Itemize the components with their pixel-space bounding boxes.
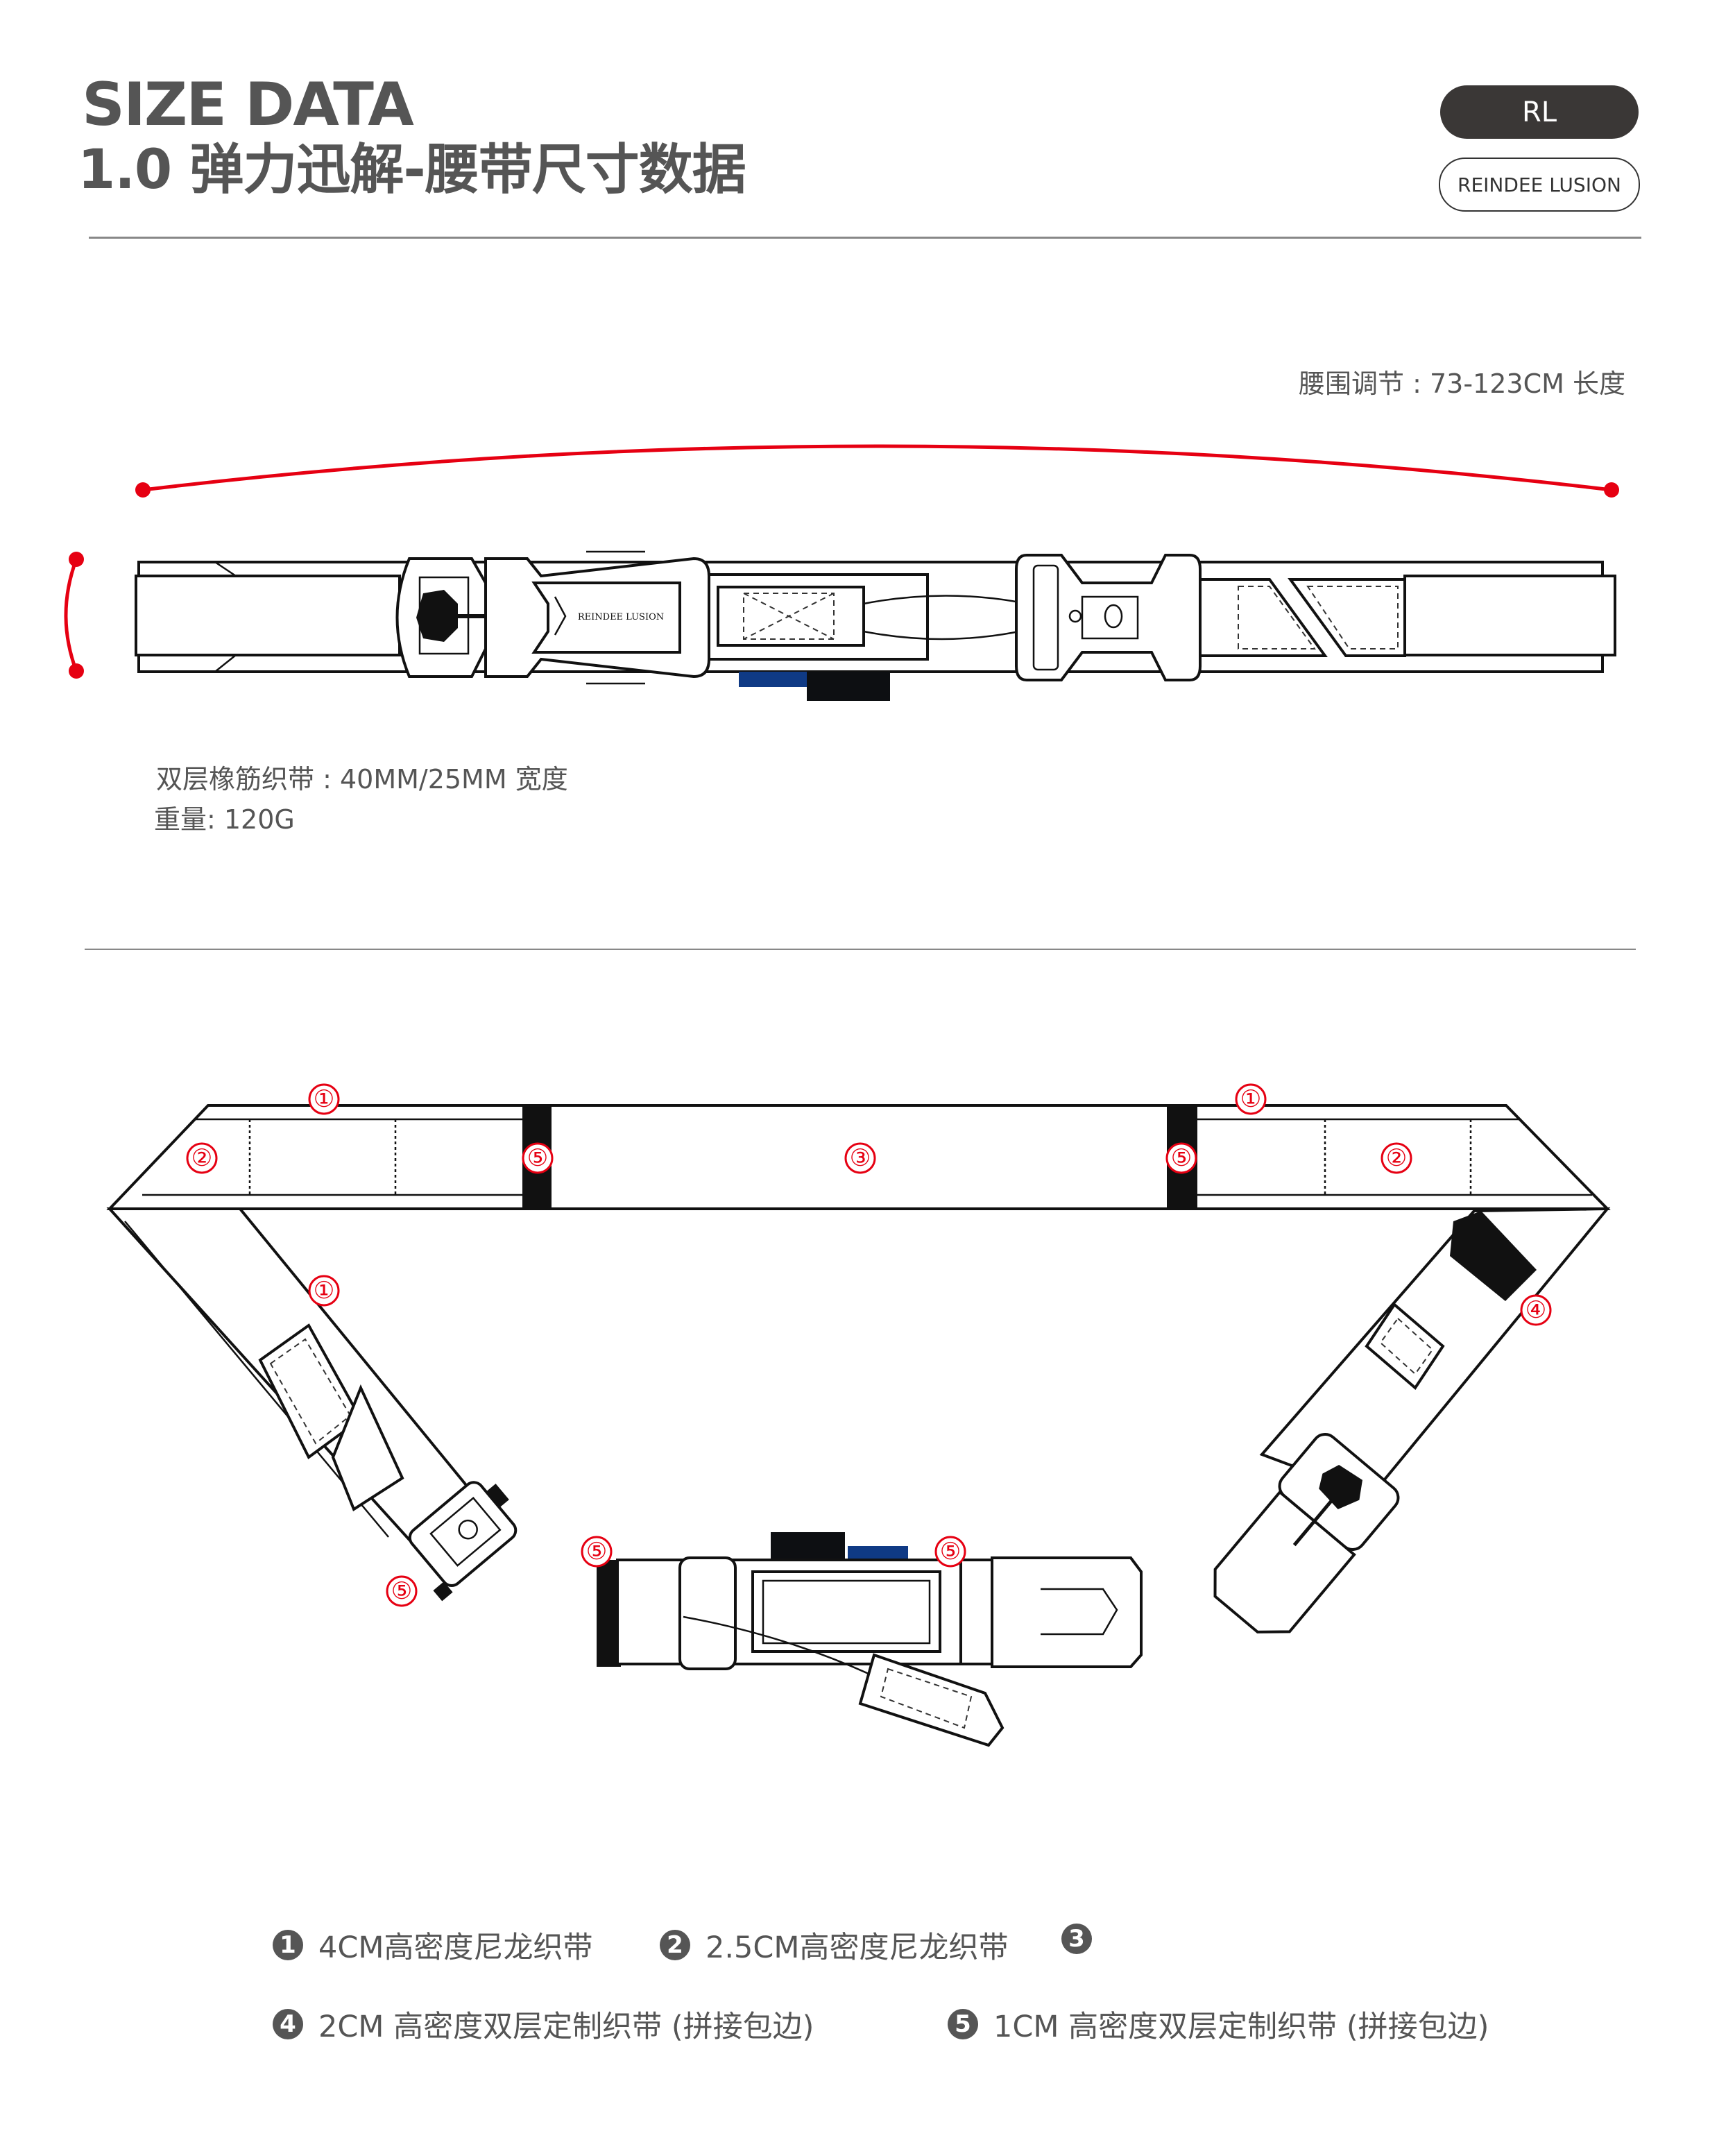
legend-text: 4CM高密度尼龙织带 — [318, 1930, 593, 1965]
legend-item-4: 4 2CM 高密度双层定制织带 (拼接包边) — [273, 2003, 814, 2046]
svg-text:②: ② — [191, 1144, 212, 1172]
brand-badge: RL — [1440, 85, 1639, 139]
width-indicator — [64, 552, 84, 679]
svg-text:⑤: ⑤ — [527, 1144, 548, 1172]
svg-text:⑤: ⑤ — [940, 1538, 961, 1565]
callout-5: ⑤ — [1165, 1142, 1197, 1174]
legend-item-1: 1 4CM高密度尼龙织带 — [273, 1924, 592, 1967]
svg-text:③: ③ — [850, 1144, 871, 1172]
divider — [85, 949, 1636, 950]
buckle-brand-text: REINDEE LUSION — [578, 612, 664, 622]
callout-2: ② — [1381, 1142, 1412, 1174]
page-subtitle: 1.0 弹力迅解-腰带尺寸数据 — [78, 139, 746, 201]
divider — [89, 237, 1641, 239]
black-tab — [807, 672, 890, 701]
callout-1: ① — [308, 1275, 340, 1307]
legend-item-5: 5 1CM 高密度双层定制织带 (拼接包边) — [948, 2003, 1489, 2046]
legend-number: 3 — [1061, 1924, 1092, 1954]
svg-text:①: ① — [314, 1277, 334, 1305]
length-indicator — [135, 444, 1619, 498]
callout-3: ③ — [844, 1142, 876, 1174]
legend-item-3: 3 — [1061, 1924, 1107, 1954]
svg-text:⑤: ⑤ — [586, 1538, 607, 1565]
svg-text:②: ② — [1386, 1144, 1407, 1172]
legend-number: 2 — [660, 1930, 690, 1960]
waist-spec: 腰围调节 : 73-123CM 长度 — [1299, 368, 1625, 399]
bottom-buckle-assembly — [597, 1532, 1143, 1747]
callout-1: ① — [1235, 1083, 1267, 1115]
width-spec: 双层橡筋织带 : 40MM/25MM 宽度 — [156, 764, 568, 795]
svg-text:①: ① — [1240, 1085, 1261, 1113]
svg-text:⑤: ⑤ — [1171, 1144, 1192, 1172]
callout-5: ⑤ — [934, 1536, 966, 1568]
legend-item-2: 2 2.5CM高密度尼龙织带 — [660, 1924, 1009, 1967]
left-buckle-part — [408, 1481, 518, 1602]
svg-text:⑤: ⑤ — [391, 1577, 412, 1605]
callout-1: ① — [308, 1083, 340, 1115]
callout-5: ⑤ — [386, 1575, 418, 1607]
buckle-female: REINDEE LUSION — [484, 550, 710, 685]
svg-text:④: ④ — [1525, 1296, 1546, 1324]
callout-2: ② — [186, 1142, 218, 1174]
callout-5: ⑤ — [581, 1536, 613, 1568]
brand-name-badge: REINDEE LUSION — [1439, 158, 1640, 212]
callout-5: ⑤ — [522, 1142, 554, 1174]
legend-text: 2.5CM高密度尼龙织带 — [706, 1930, 1009, 1965]
legend-text: 2CM 高密度双层定制织带 (拼接包边) — [318, 2010, 814, 2044]
weight-spec: 重量: 120G — [154, 804, 295, 835]
navy-tab — [739, 672, 807, 687]
page-title: SIZE DATA — [82, 70, 414, 139]
belt-top-view: REINDEE LUSION — [135, 550, 1616, 701]
legend-number: 4 — [273, 2009, 303, 2039]
belt-exploded-view: ① ② ⑤ ③ ⑤ ① ② ① ④ ⑤ ⑤ ⑤ — [106, 1083, 1611, 1747]
legend-number: 5 — [948, 2009, 978, 2039]
right-buckle-part — [1213, 1433, 1400, 1633]
legend-text: 1CM 高密度双层定制织带 (拼接包边) — [993, 2010, 1489, 2044]
svg-text:①: ① — [314, 1085, 334, 1113]
callout-4: ④ — [1520, 1294, 1552, 1326]
buckle-adjuster — [1015, 554, 1202, 681]
legend-number: 1 — [273, 1930, 303, 1960]
